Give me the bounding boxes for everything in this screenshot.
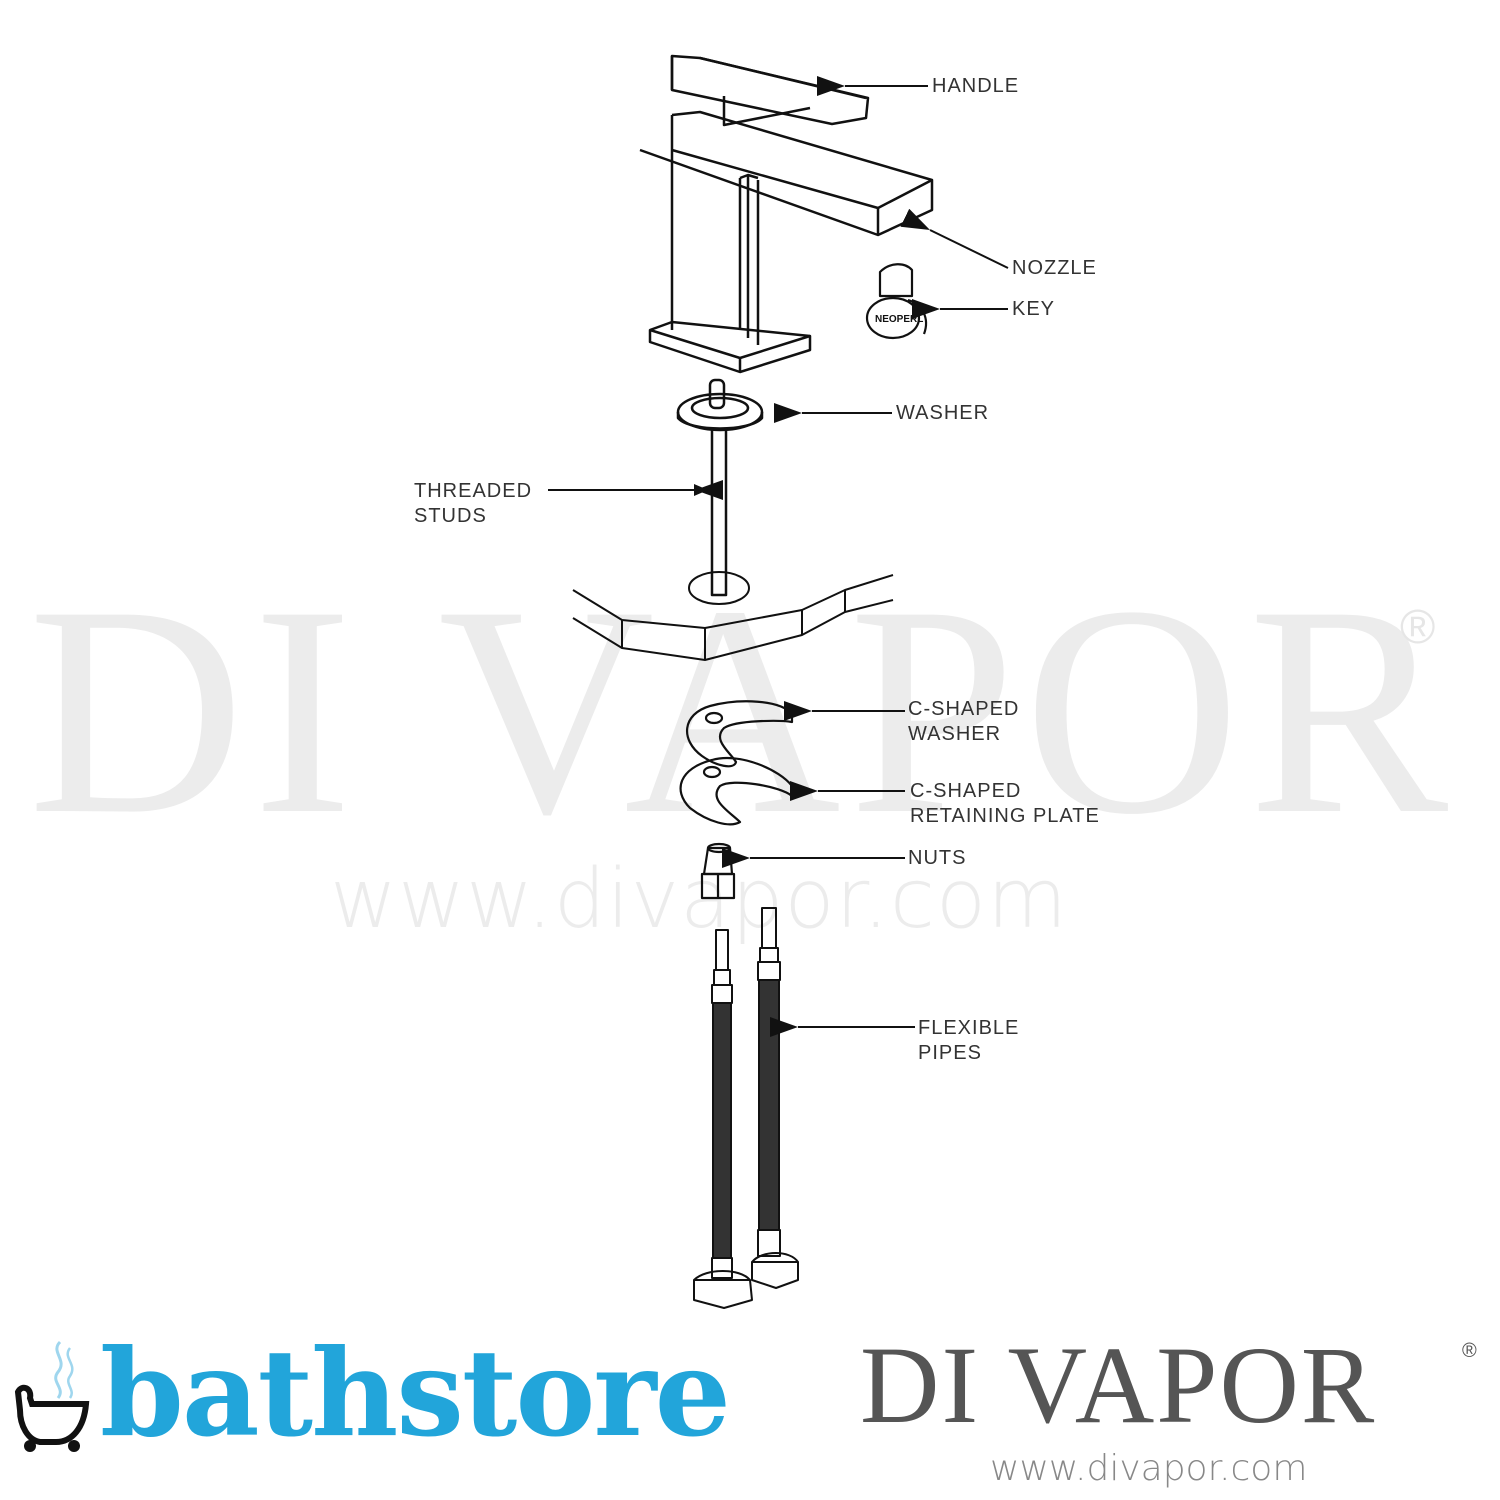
label-nozzle: NOZZLE: [1012, 257, 1097, 279]
divapor-url: www.divapor.com: [990, 1448, 1308, 1489]
handle-part: [670, 54, 870, 127]
bathstore-logo: bathstore: [12, 1323, 852, 1480]
label-nuts: NUTS: [908, 847, 967, 869]
leader-lines: [548, 76, 1009, 1037]
watermark-registered-mark: ®: [1400, 601, 1436, 654]
washer-part: [676, 378, 764, 432]
divapor-registered-mark: ®: [1462, 1340, 1477, 1362]
tap-body-part: [639, 110, 934, 374]
watermark-url: www.divapor.com: [330, 852, 1068, 947]
threaded-stud-part: [688, 428, 750, 605]
divapor-logo: DI VAPOR: [860, 1324, 1377, 1446]
nut-part: [700, 842, 736, 900]
label-flexible-pipes: FLEXIBLE PIPES: [918, 1017, 1020, 1064]
label-threaded-studs: THREADED STUDS: [414, 480, 533, 527]
worktop-section: [572, 574, 894, 661]
bathstore-wordmark: bathstore: [100, 1323, 731, 1464]
label-c-shaped-washer: C-SHAPED WASHER: [908, 698, 1020, 745]
watermark-brand: DI VAPOR: [28, 544, 1457, 876]
label-handle: HANDLE: [932, 75, 1020, 97]
bathtub-icon: [14, 1340, 90, 1452]
c-shaped-washer-part: [686, 700, 794, 768]
key-part: NEOPERL: [865, 263, 928, 340]
c-shaped-retaining-plate-part: [679, 756, 794, 826]
flexible-pipes-part: [693, 907, 799, 1309]
svg-text:NEOPERL: NEOPERL: [875, 314, 923, 325]
label-key: KEY: [1012, 298, 1056, 320]
label-washer: WASHER: [896, 402, 990, 424]
label-c-shaped-retaining-plate: C-SHAPED RETAINING PLATE: [910, 780, 1100, 827]
